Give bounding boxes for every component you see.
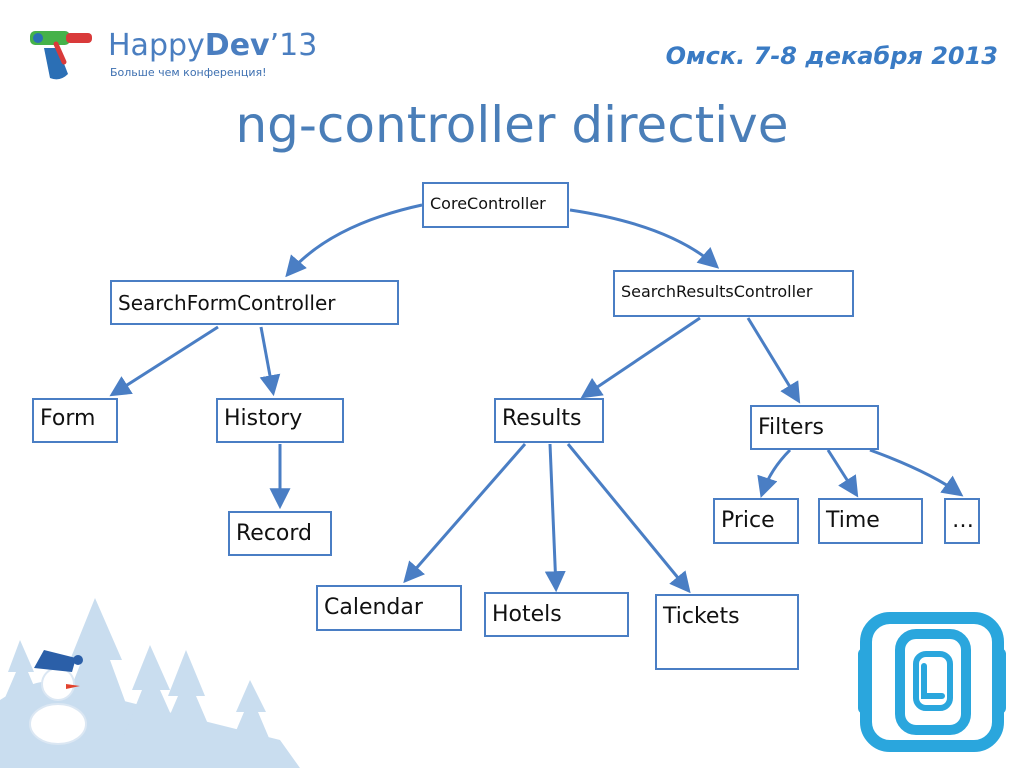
- edge-filters-price: [757, 448, 792, 498]
- node-hotels: Hotels: [484, 592, 629, 637]
- node-time: Time: [818, 498, 923, 544]
- node-tickets: Tickets: [655, 594, 799, 670]
- edge-filters-time: [826, 449, 859, 498]
- brand-name-light: Happy: [108, 28, 205, 63]
- snow-trees-icon: [0, 598, 300, 768]
- edge-results-tickets: [566, 443, 691, 594]
- snowman-icon: [29, 650, 87, 745]
- edge-core-searchresults: [569, 208, 720, 269]
- brand-name: HappyDev’13: [108, 28, 317, 63]
- happydev-logo-icon: [30, 31, 92, 80]
- slide-title: ng-controller directive: [235, 96, 789, 154]
- edge-searchform-form: [109, 325, 219, 397]
- app-logo-icon: [858, 612, 1006, 752]
- node-record: Record: [228, 511, 332, 556]
- node-search-results-controller: SearchResultsController: [613, 270, 854, 317]
- brand-year: ’13: [269, 28, 318, 63]
- node-filters: Filters: [750, 405, 879, 450]
- edge-results-calendar: [403, 443, 527, 584]
- node-search-form-controller: SearchFormController: [110, 280, 399, 325]
- edge-core-searchform: [285, 203, 423, 278]
- edge-results-hotels: [544, 443, 566, 593]
- node-form: Form: [32, 398, 118, 443]
- node-calendar: Calendar: [316, 585, 462, 631]
- node-results: Results: [494, 398, 604, 443]
- node-price: Price: [713, 498, 799, 544]
- node-core-controller: CoreController: [422, 182, 569, 228]
- edge-searchform-history: [259, 326, 281, 397]
- node-history: History: [216, 398, 344, 443]
- brand-tagline: Больше чем конференция!: [110, 66, 267, 79]
- edge-filters-more: [869, 448, 964, 497]
- event-info: Омск. 7-8 декабря 2013: [665, 42, 998, 70]
- node-more: …: [944, 498, 980, 544]
- edge-searchresults-results: [580, 316, 701, 399]
- edge-searchresults-filters: [746, 317, 801, 404]
- brand-name-bold: Dev: [204, 28, 270, 63]
